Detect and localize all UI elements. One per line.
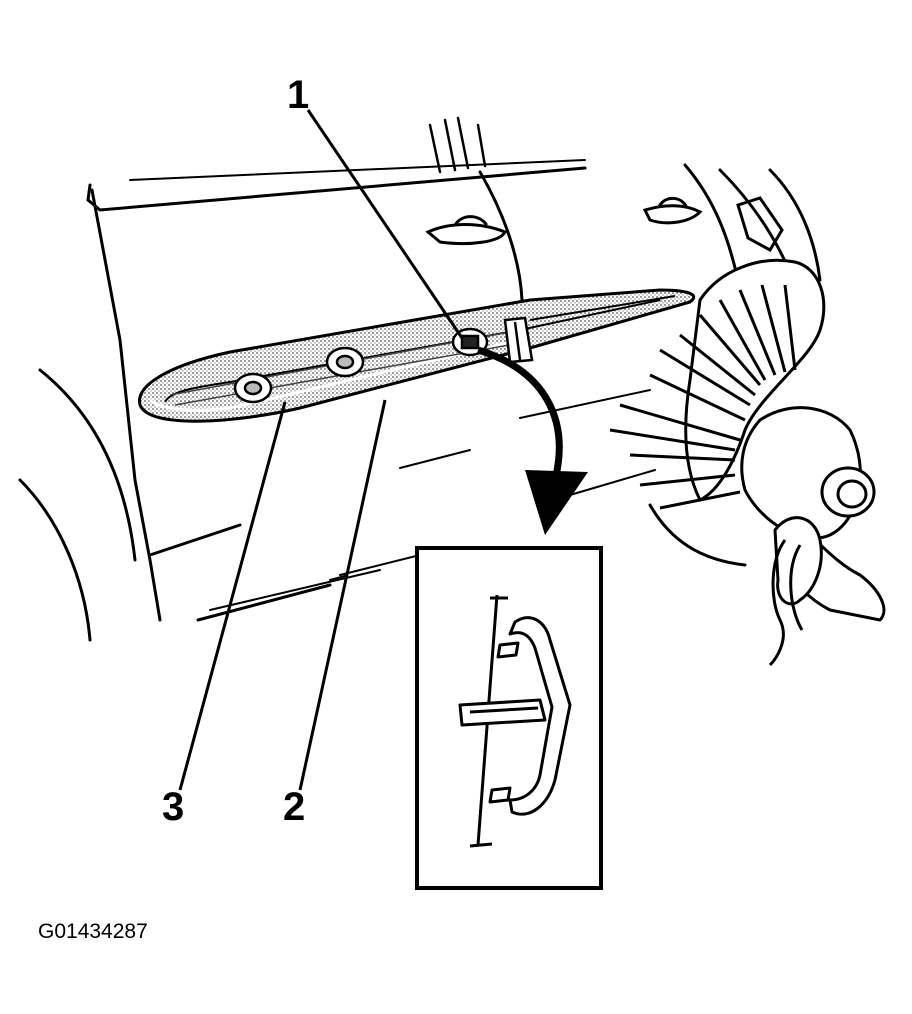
leader-2 [298, 399, 387, 791]
leader-lines [178, 109, 464, 791]
clip-front [451, 316, 534, 364]
clip-detail-inset [415, 546, 603, 890]
car-body [18, 116, 822, 642]
callout-3: 3 [162, 785, 184, 829]
figure-id: G01434287 [38, 920, 148, 943]
side-molding [138, 288, 696, 423]
arrow-to-detail [476, 346, 588, 535]
clip-rear [233, 372, 273, 404]
molding-clips [233, 316, 534, 404]
callout-2: 2 [283, 785, 305, 829]
clip-middle [325, 346, 365, 378]
callout-1: 1 [287, 73, 309, 117]
leader-3 [178, 401, 287, 791]
leader-1 [306, 109, 464, 339]
heat-gun [609, 258, 886, 667]
